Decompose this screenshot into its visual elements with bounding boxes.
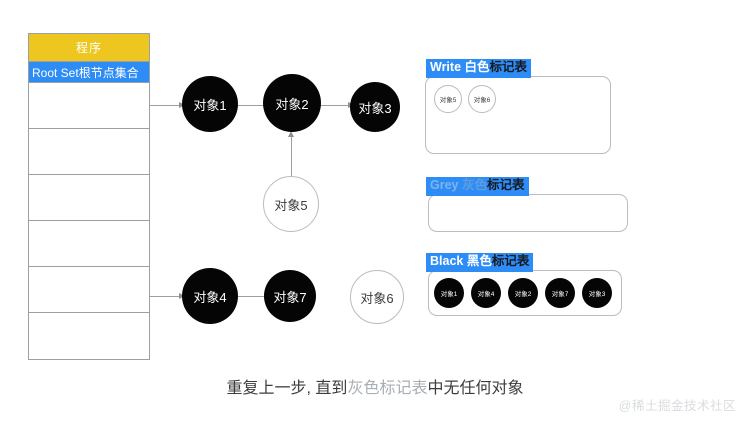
black-item-obj4[interactable]: 对象4 [471,278,501,308]
watermark: @稀土掘金技术社区 [618,399,736,413]
panel-title-grey-cn-colored: 灰色 [458,178,487,192]
table-row[interactable] [29,267,149,313]
caption-part2: 中无任何对象 [427,380,524,397]
black-item-obj3[interactable]: 对象3 [582,278,612,308]
panel-title-grey-en: Grey [430,178,459,192]
graph-node-obj6[interactable]: 对象6 [350,270,404,324]
black-item-obj1[interactable]: 对象1 [434,278,464,308]
diagram-caption: 重复上一步, 直到灰色标记表中无任何对象 [0,374,750,398]
panel-title-grey: Grey 灰色标记表 [426,177,529,196]
graph-node-obj1[interactable]: 对象1 [182,76,238,132]
edge-rootset-to-obj4 [150,296,180,297]
panel-title-write-cn-colored: 白色 [461,60,490,74]
table-row[interactable] [29,175,149,221]
graph-node-obj3[interactable]: 对象3 [350,82,400,132]
caption-part1: 重复上一步, 直到 [226,380,348,397]
panel-title-black: Black 黑色标记表 [426,253,534,272]
edge-obj5-to-obj2 [291,135,292,177]
panel-title-grey-cn-plain: 标记表 [486,178,525,192]
table-row[interactable] [29,83,149,129]
panel-title-write-cn-plain: 标记表 [489,60,528,74]
table-header-program: 程序 [29,34,149,62]
root-set-table: 程序 Root Set根节点集合 [28,33,150,360]
edge-obj2-to-obj3 [318,105,349,106]
table-row-root-set[interactable]: Root Set根节点集合 [29,62,149,83]
edge-rootset-to-obj1 [150,105,180,106]
arrowhead-to-obj2-vertical [287,131,294,137]
edge-obj1-to-obj2 [233,105,265,106]
table-row[interactable] [29,313,149,359]
black-item-obj7[interactable]: 对象7 [545,278,575,308]
graph-node-obj4[interactable]: 对象4 [182,268,238,324]
caption-highlight: 灰色标记表 [347,380,428,397]
black-item-obj2[interactable]: 对象2 [508,278,538,308]
graph-node-obj7[interactable]: 对象7 [264,270,316,322]
write-item-obj6[interactable]: 对象6 [468,85,496,113]
table-row[interactable] [29,221,149,267]
write-item-obj5[interactable]: 对象5 [434,85,462,113]
panel-title-black-en: Black [430,254,464,268]
panel-title-write: Write 白色标记表 [426,59,532,78]
panel-title-black-cn-plain: 标记表 [491,254,530,268]
edge-obj4-to-obj7 [233,296,265,297]
table-row[interactable] [29,129,149,175]
graph-node-obj2[interactable]: 对象2 [263,74,321,132]
panel-title-black-cn-colored: 黑色 [463,254,492,268]
panel-box-grey [428,194,628,232]
panel-title-write-en: Write [430,60,462,74]
graph-node-obj5[interactable]: 对象5 [263,176,319,232]
